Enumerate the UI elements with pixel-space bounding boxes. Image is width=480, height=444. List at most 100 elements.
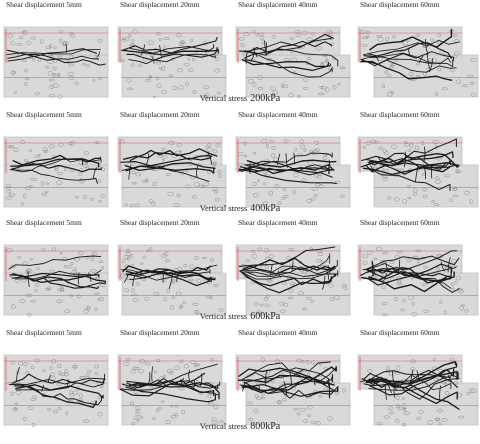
aggregate-particle — [416, 416, 422, 420]
aggregate-particle — [362, 253, 369, 259]
branch-crack — [188, 369, 191, 381]
aggregate-particle — [58, 38, 63, 43]
aggregate-particle — [94, 307, 98, 311]
aggregate-particle — [19, 299, 26, 303]
branch-crack — [326, 271, 329, 280]
branch-crack — [96, 51, 100, 58]
aggregate-particle — [178, 85, 185, 90]
aggregate-particle — [139, 415, 143, 420]
aggregate-particle — [34, 91, 40, 96]
branch-crack — [448, 375, 453, 382]
aggregate-particle — [272, 90, 278, 95]
aggregate-particle — [385, 36, 390, 42]
aggregate-particle — [191, 195, 198, 199]
aggregate-particle — [49, 269, 54, 274]
aggregate-particle — [76, 294, 81, 298]
vertical-stress-prefix: Vertical stress — [199, 311, 248, 321]
crack-path — [238, 367, 330, 386]
aggregate-particle — [453, 54, 457, 59]
aggregate-particle — [387, 405, 393, 411]
crack-path — [8, 255, 102, 270]
crack-path — [239, 367, 337, 394]
crack-path — [14, 385, 97, 409]
aggregate-particle — [54, 168, 59, 172]
aggregate-particle — [18, 36, 24, 39]
branch-crack — [418, 55, 424, 63]
panel-label: Shear displacement 20mm — [120, 0, 200, 9]
aggregate-particle — [213, 162, 218, 165]
aggregate-particle — [50, 375, 56, 381]
crack-path — [361, 152, 447, 170]
aggregate-particle — [64, 369, 68, 374]
aggregate-particle — [219, 420, 224, 424]
aggregate-particle — [60, 286, 65, 292]
aggregate-particle — [52, 410, 59, 414]
aggregate-particle — [432, 140, 439, 145]
branch-crack — [424, 39, 429, 55]
aggregate-particle — [411, 312, 417, 317]
aggregate-particle — [373, 141, 380, 144]
aggregate-particle — [315, 421, 321, 426]
aggregate-particle — [140, 262, 144, 265]
aggregate-particle — [396, 365, 401, 371]
panel-label: Shear displacement 20mm — [120, 110, 200, 119]
branch-crack — [41, 384, 44, 392]
aggregate-particle — [382, 148, 387, 154]
crack-path — [11, 157, 102, 171]
aggregate-particle — [315, 46, 322, 51]
aggregate-particle — [131, 39, 135, 43]
branch-crack — [200, 373, 203, 387]
aggregate-particle — [433, 203, 440, 207]
aggregate-particle — [406, 258, 412, 262]
aggregate-particle — [455, 170, 462, 174]
aggregate-particle — [259, 303, 264, 307]
crack-path — [10, 158, 100, 168]
aggregate-particle — [125, 36, 130, 41]
aggregate-particle — [213, 189, 219, 194]
aggregate-particle — [361, 36, 369, 39]
aggregate-particle — [303, 419, 309, 424]
crack-path — [360, 374, 452, 390]
aggregate-particle — [283, 139, 289, 143]
aggregate-particle — [57, 407, 62, 410]
aggregate-particle — [293, 407, 299, 411]
crack-path — [242, 265, 336, 275]
aggregate-particle — [171, 279, 176, 282]
aggregate-particle — [316, 259, 322, 263]
crack-path — [119, 372, 206, 397]
aggregate-particle — [68, 63, 74, 67]
aggregate-particle — [142, 255, 146, 260]
aggregate-particle — [281, 83, 285, 88]
branch-crack — [327, 265, 331, 275]
aggregate-particle — [62, 257, 68, 260]
branch-crack — [415, 167, 419, 182]
aggregate-particle — [24, 186, 32, 191]
crack-path — [361, 58, 457, 73]
aggregate-particle — [9, 265, 17, 268]
aggregate-particle — [420, 256, 426, 260]
crack-path — [368, 53, 454, 68]
aggregate-particle — [135, 406, 141, 410]
aggregate-particle — [455, 275, 462, 281]
aggregate-particle — [160, 253, 168, 258]
panel-label: Shear displacement 40mm — [238, 110, 318, 119]
crack-path — [245, 260, 338, 277]
aggregate-particle — [449, 68, 455, 73]
aggregate-particle — [52, 83, 59, 88]
aggregate-particle — [161, 400, 165, 404]
aggregate-particle — [395, 395, 400, 401]
aggregate-particle — [132, 297, 139, 302]
branch-crack — [151, 366, 154, 382]
aggregate-particle — [98, 260, 104, 264]
aggregate-particle — [396, 282, 403, 286]
aggregate-particle — [422, 194, 428, 199]
aggregate-particle — [97, 38, 102, 43]
aggregate-particle — [173, 412, 179, 416]
aggregate-particle — [67, 71, 74, 76]
aggregate-particle — [211, 417, 217, 422]
aggregate-particle — [327, 416, 333, 421]
aggregate-particle — [292, 190, 296, 195]
aggregate-particle — [288, 288, 294, 293]
